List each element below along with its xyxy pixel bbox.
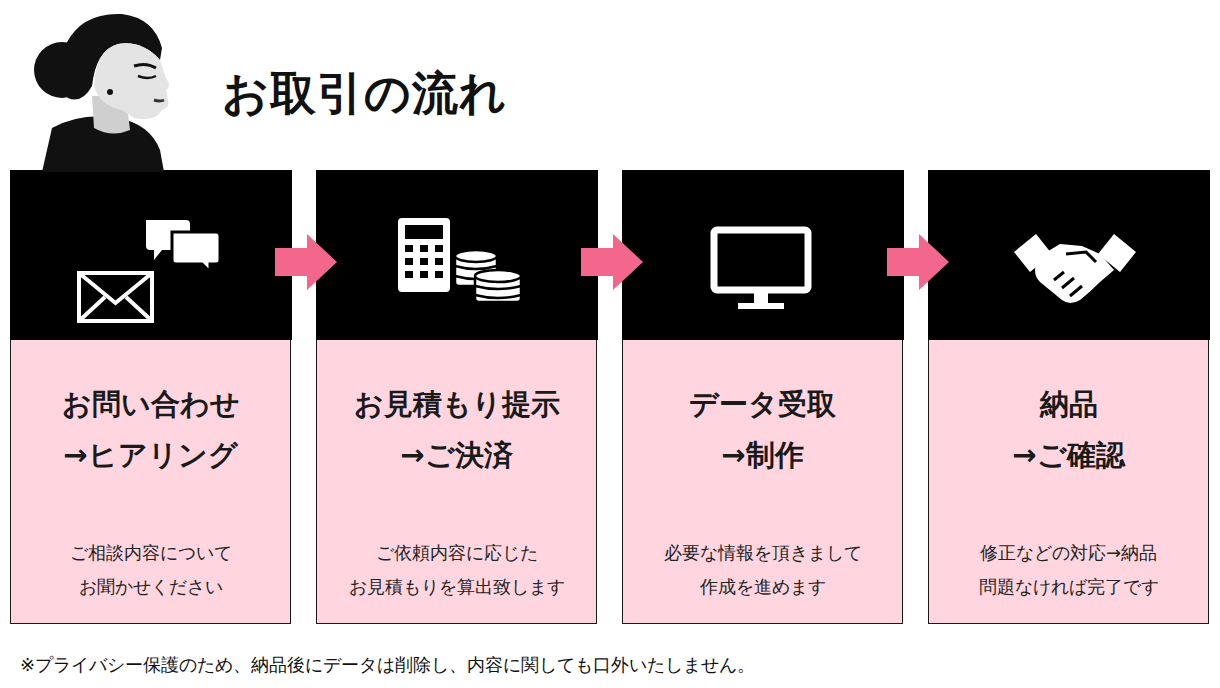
mail-chat-icon xyxy=(79,220,220,321)
arrow-shape xyxy=(581,234,643,290)
step-description: 必要な情報を頂きまして 作成を進めます xyxy=(623,536,902,604)
text-line: ご相談内容について xyxy=(11,536,290,570)
portrait-figure xyxy=(34,14,169,172)
icon-band xyxy=(928,170,1210,340)
text-line: データ受取 xyxy=(623,379,902,430)
calculator-coins-icon xyxy=(398,218,521,302)
step-box: データ受取 →制作必要な情報を頂きまして 作成を進めます xyxy=(622,170,903,624)
footnote: ※プライバシー保護のため、納品後にデータは削除し、内容に関しても口外いたしません… xyxy=(20,650,755,680)
text-line: 必要な情報を頂きまして xyxy=(623,536,902,570)
arrow-shape xyxy=(887,234,949,290)
text-line: →ご確認 xyxy=(929,430,1208,481)
handshake-icon xyxy=(1014,234,1136,303)
arrow-shape xyxy=(275,234,337,290)
step-heading: データ受取 →制作 xyxy=(623,379,902,481)
icon-band xyxy=(622,170,904,340)
step-box: お問い合わせ →ヒアリングご相談内容について お聞かせください xyxy=(10,170,291,624)
text-line: お見積もり提示 xyxy=(317,379,596,430)
text-line: 作成を進めます xyxy=(623,570,902,604)
step-heading: お問い合わせ →ヒアリング xyxy=(11,379,290,481)
text-line: 納品 xyxy=(929,379,1208,430)
step-description: ご相談内容について お聞かせください xyxy=(11,536,290,604)
step-heading: 納品 →ご確認 xyxy=(929,379,1208,481)
step-description: ご依頼内容に応じた お見積もりを算出致します xyxy=(317,536,596,604)
text-line: お聞かせください xyxy=(11,570,290,604)
text-line: 修正などの対応→納品 xyxy=(929,536,1208,570)
step-box: 納品 →ご確認修正などの対応→納品 問題なければ完了です xyxy=(928,170,1209,624)
text-line: お見積もりを算出致します xyxy=(317,570,596,604)
text-line: →ヒアリング xyxy=(11,430,290,481)
portrait-illustration xyxy=(22,0,187,172)
step-heading: お見積もり提示 →ご決済 xyxy=(317,379,596,481)
monitor-icon xyxy=(714,230,808,309)
icon-band xyxy=(10,170,292,340)
text-line: お問い合わせ xyxy=(11,379,290,430)
diagram-title: お取引の流れ xyxy=(222,66,507,121)
text-line: ご依頼内容に応じた xyxy=(317,536,596,570)
step-description: 修正などの対応→納品 問題なければ完了です xyxy=(929,536,1208,604)
flow-arrow xyxy=(887,234,949,290)
text-line: 問題なければ完了です xyxy=(929,570,1208,604)
step-box: お見積もり提示 →ご決済ご依頼内容に応じた お見積もりを算出致します xyxy=(316,170,597,624)
flow-arrow xyxy=(275,234,337,290)
text-line: →ご決済 xyxy=(317,430,596,481)
flow-arrow xyxy=(581,234,643,290)
text-line: →制作 xyxy=(623,430,902,481)
icon-band xyxy=(316,170,598,340)
